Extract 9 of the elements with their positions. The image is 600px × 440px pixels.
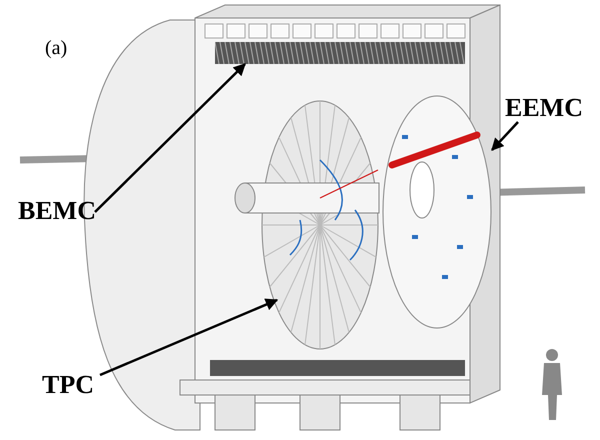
- leader-arrow: [100, 298, 278, 376]
- endcap-disk-drawing: [382, 95, 492, 330]
- part-label: BEMC: [18, 198, 96, 224]
- leader-arrow: [491, 121, 519, 151]
- leader-arrow: [94, 63, 246, 213]
- part-label: TPC: [42, 372, 94, 398]
- calorimeter-band-drawing: [215, 42, 465, 64]
- panel-label: (a): [45, 36, 68, 61]
- part-label: EEMC: [505, 95, 583, 121]
